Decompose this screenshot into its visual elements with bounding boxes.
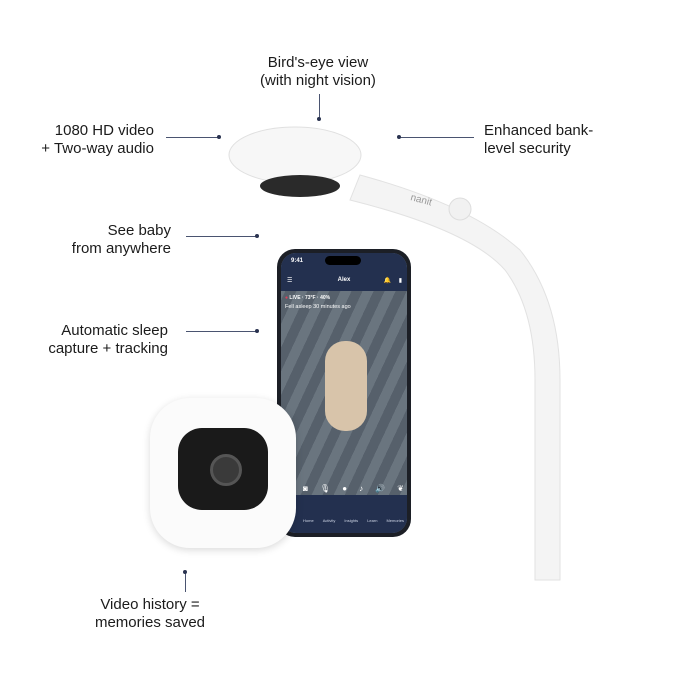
camera-switch-icon[interactable]: ▮ <box>398 278 402 284</box>
music-icon[interactable]: ♪ <box>359 484 364 493</box>
pointer-line <box>186 331 256 332</box>
pointer-dot <box>255 329 259 333</box>
label-history: Video history = memories saved <box>94 596 206 631</box>
pointer-dot <box>397 135 401 139</box>
label-hd-video: 1080 HD video + Two-way audio <box>41 122 154 157</box>
pointer-dot <box>183 570 187 574</box>
menu-icon[interactable]: ☰ <box>287 278 293 284</box>
mini-camera <box>150 398 296 548</box>
pointer-line <box>166 137 218 138</box>
app-screen: 9:41 ☰ Alex 🔔 ▮ ● LIVE · 73°F · 40% Fell… <box>281 253 407 533</box>
light-icon[interactable]: ● <box>342 484 348 493</box>
bottom-nav: Home Activity Insights Learn Memories <box>281 495 407 533</box>
pointer-line <box>319 94 320 118</box>
camera-lens <box>260 175 340 197</box>
dynamic-island <box>325 256 361 265</box>
nav-home[interactable]: Home <box>303 518 314 523</box>
sleep-status: Fell asleep 30 minutes ago <box>285 304 351 310</box>
nav-activity[interactable]: Activity <box>322 518 336 523</box>
mic-icon[interactable]: 🎙 <box>319 484 331 493</box>
stand-arm <box>349 174 561 581</box>
control-toolbar: ◙ 🎙 ● ♪ 🔊 ❦ <box>303 484 404 493</box>
camera-lens <box>210 454 242 486</box>
arm-joint <box>448 197 472 221</box>
camera-icon[interactable]: ◙ <box>303 484 308 493</box>
lungs-icon[interactable]: ❦ <box>397 484 404 493</box>
speaker-icon[interactable]: 🔊 <box>375 484 386 493</box>
nav-memories[interactable]: Memories <box>386 518 404 523</box>
camera-head <box>228 126 362 184</box>
camera-face <box>178 428 268 510</box>
label-security: Enhanced bank- level security <box>484 122 594 157</box>
label-birds-eye: Bird's-eye view (with night vision) <box>260 54 376 89</box>
nav-insights[interactable]: Insights <box>344 518 359 523</box>
live-status: ● LIVE · 73°F · 40% <box>285 295 331 301</box>
brand-logo: nanit <box>409 192 433 208</box>
pointer-line <box>400 137 474 138</box>
label-sleep: Automatic sleep capture + tracking <box>48 322 168 357</box>
phone: 9:41 ☰ Alex 🔔 ▮ ● LIVE · 73°F · 40% Fell… <box>277 249 411 537</box>
bell-icon[interactable]: 🔔 <box>383 278 391 284</box>
pointer-dot <box>317 117 321 121</box>
label-see-baby: See baby from anywhere <box>71 222 171 257</box>
app-header: 9:41 ☰ Alex 🔔 ▮ <box>281 253 407 291</box>
pointer-line <box>185 572 186 592</box>
pointer-dot <box>217 135 221 139</box>
pointer-line <box>186 236 256 237</box>
baby-image <box>325 341 367 431</box>
nav-learn[interactable]: Learn <box>367 518 378 523</box>
pointer-dot <box>255 234 259 238</box>
